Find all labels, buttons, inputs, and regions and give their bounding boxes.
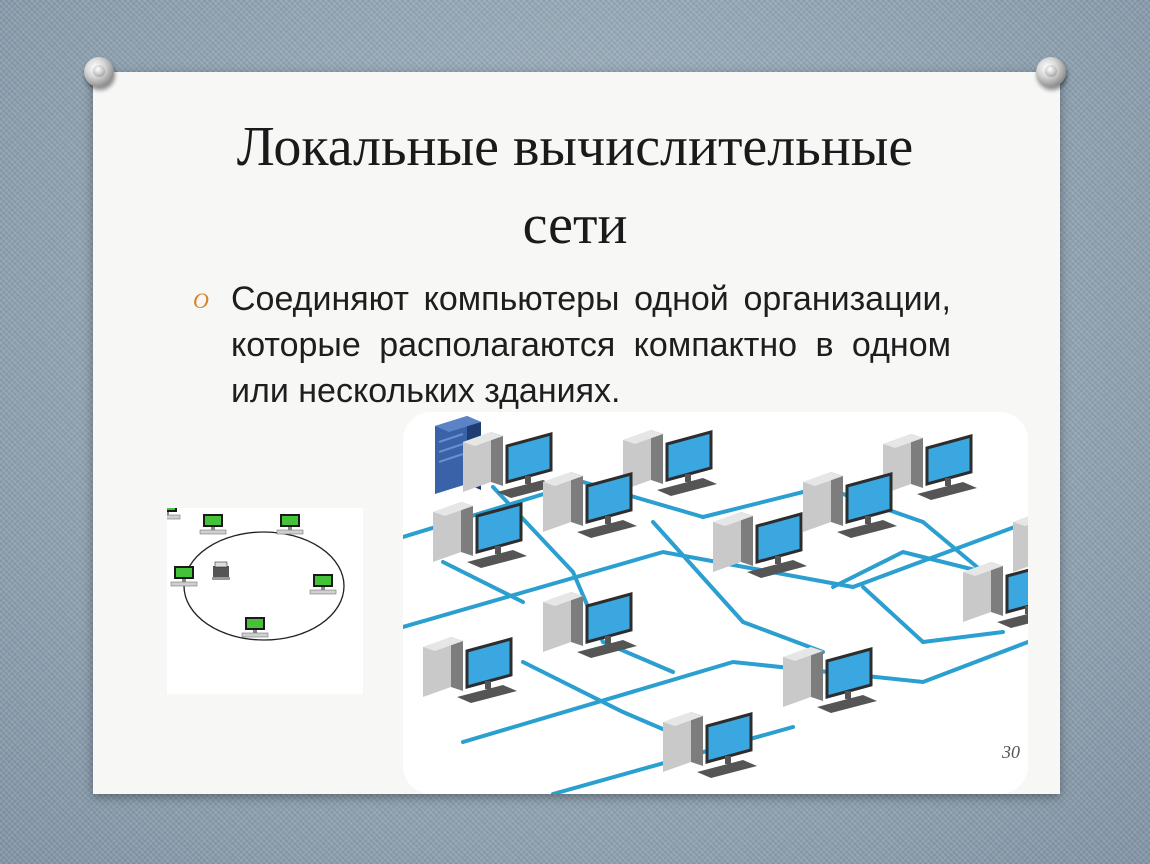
ring-network-icon <box>153 499 345 641</box>
slide-title: Локальные вычислительные сети <box>0 108 1150 264</box>
office-network-icon <box>403 415 1028 794</box>
title-line-2: сети <box>522 194 628 256</box>
office-network-image <box>403 412 1028 794</box>
bullet-marker: O <box>193 288 209 313</box>
title-line-1: Локальные вычислительные <box>236 116 914 178</box>
pushpin-icon <box>84 57 114 87</box>
pushpin-icon <box>1036 57 1066 87</box>
slide-number: 30 <box>1002 742 1020 762</box>
ring-network-image <box>153 499 363 694</box>
bullet-text: Соединяют компьютеры одной организации, … <box>231 280 951 410</box>
